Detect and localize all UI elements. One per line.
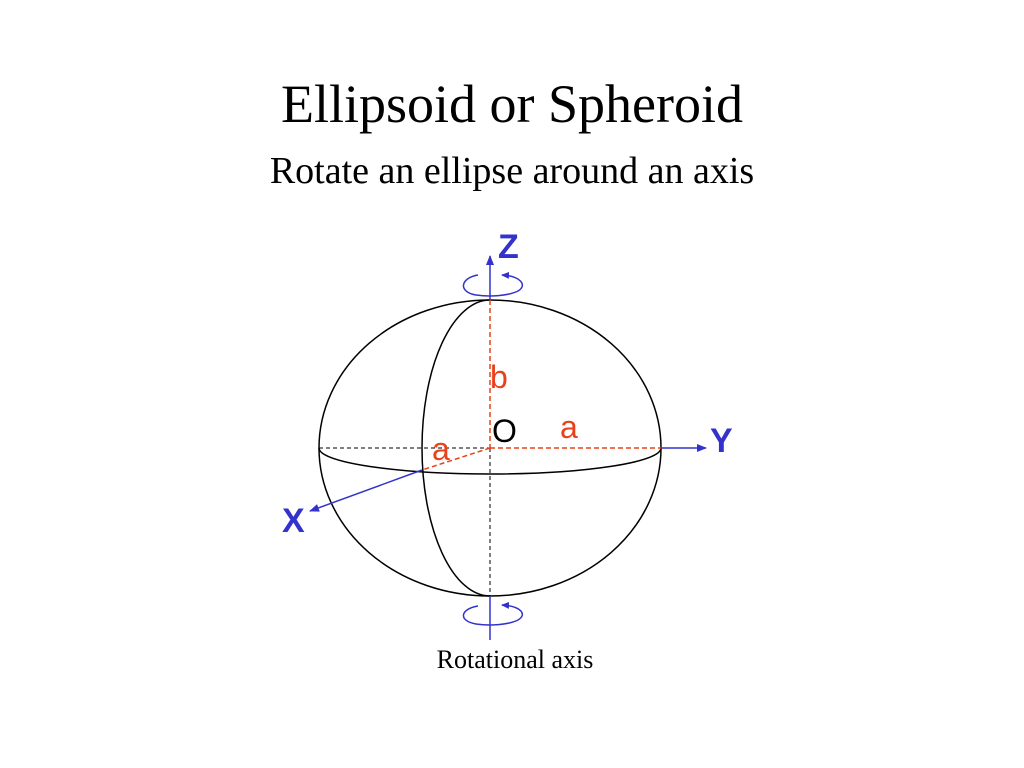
equator-front-arc xyxy=(318,447,662,475)
meridian-front-arc xyxy=(421,299,491,597)
y-axis-label: Y xyxy=(710,422,733,460)
z-axis-label: Z xyxy=(498,228,519,266)
x-axis-arrow xyxy=(309,469,423,512)
semi-axis-a-x-line xyxy=(421,447,491,471)
slide-subtitle: Rotate an ellipse around an axis xyxy=(269,150,755,192)
origin-label: O xyxy=(492,413,517,449)
semi-major-axis-x-label: a xyxy=(432,431,450,467)
semi-minor-axis-label: b xyxy=(490,359,508,395)
semi-major-axis-y-label: a xyxy=(560,409,578,445)
rotational-axis-label: Rotational axis xyxy=(437,645,594,674)
rotation-arrow-bottom-icon xyxy=(462,601,523,626)
x-axis-label: X xyxy=(282,502,305,540)
rotation-arrow-top-icon xyxy=(462,271,523,297)
slide-title: Ellipsoid or Spheroid xyxy=(281,74,743,134)
